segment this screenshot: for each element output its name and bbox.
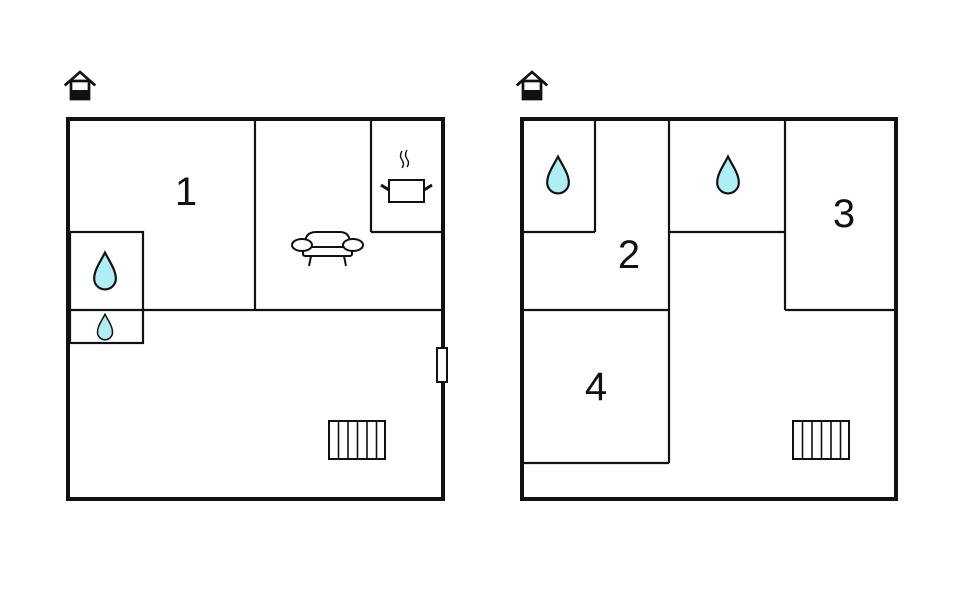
stairs-icon xyxy=(792,420,850,460)
room-label-4: 4 xyxy=(585,365,607,409)
cooking-pot-icon xyxy=(380,149,433,203)
upper-floor-plan: 2 3 4 xyxy=(515,70,898,501)
outer-wall xyxy=(66,117,445,501)
room-label-2: 2 xyxy=(618,233,640,277)
interior-walls xyxy=(524,120,895,465)
outer-wall xyxy=(520,117,898,501)
door-icon xyxy=(436,347,448,383)
house-entrance-icon xyxy=(515,70,549,101)
room-label-1: 1 xyxy=(175,170,197,214)
stairs-icon xyxy=(328,420,386,460)
interior-walls xyxy=(68,120,441,345)
water-drop-icon xyxy=(96,313,114,341)
water-drop-icon xyxy=(545,155,571,195)
armchair-icon xyxy=(291,231,364,267)
water-drop-icon xyxy=(715,155,741,195)
room-label-3: 3 xyxy=(833,192,855,236)
water-drop-icon xyxy=(92,251,118,291)
house-entrance-icon xyxy=(63,70,97,101)
ground-floor-plan: 1 xyxy=(63,70,448,501)
